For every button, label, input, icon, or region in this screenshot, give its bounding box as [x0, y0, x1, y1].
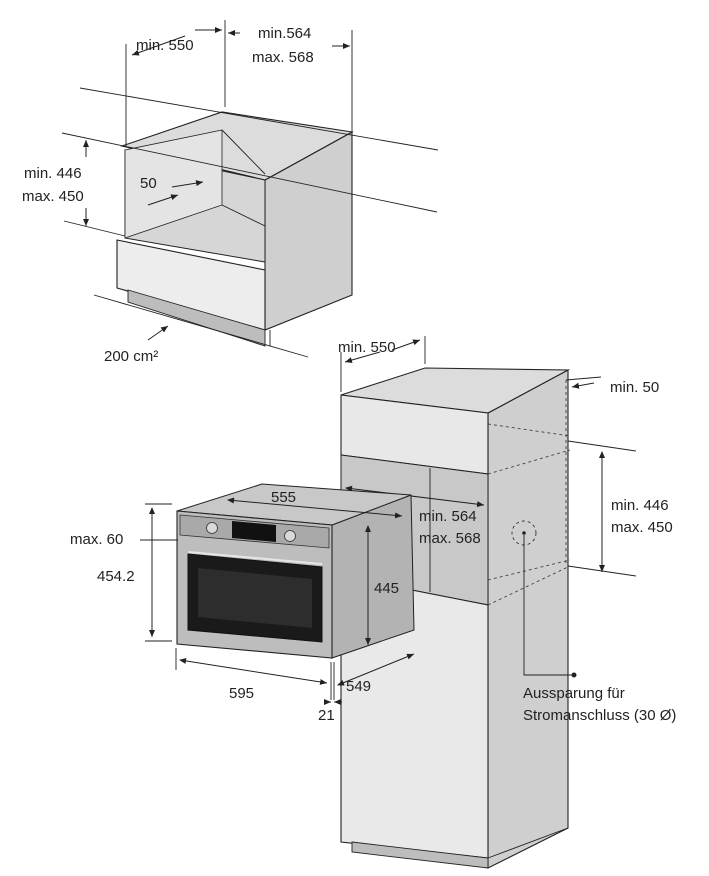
- socket-label-line1: Aussparung für: [523, 685, 625, 702]
- uc-gap-label: 50: [140, 175, 157, 192]
- oven: [176, 483, 415, 659]
- tall-cabinet-plinth: [351, 841, 489, 869]
- uc-depth-min: min.564: [258, 25, 311, 42]
- uc-width-min: min. 550: [136, 37, 194, 54]
- oven-front-width-arrow: [179, 657, 328, 685]
- tc-side-gap: min. 50: [610, 379, 659, 396]
- uc-height-min: min. 446: [24, 165, 82, 182]
- oven-front-width-label: 595: [229, 685, 254, 702]
- oven-thickness-label: 21: [318, 707, 335, 724]
- oven-depth-arrow: [337, 653, 415, 686]
- tc-height-max: max. 450: [611, 519, 673, 536]
- oven-front-height-label: 454.2: [97, 568, 135, 585]
- socket-leader: [523, 535, 574, 676]
- uc-depth-max: max. 568: [252, 49, 314, 66]
- uc-gap-arrow-2: [147, 194, 179, 206]
- tall-cabinet: [340, 367, 577, 869]
- oven-handle: [187, 551, 323, 565]
- uc-height-max: max. 450: [22, 188, 84, 205]
- oven-display: [232, 521, 276, 542]
- tc-width-min: min. 550: [338, 339, 396, 356]
- uc-ventilation-label: 200 cm²: [104, 348, 158, 365]
- tc-depth-max: max. 568: [419, 530, 481, 547]
- oven-knob-right: [284, 530, 296, 542]
- socket-label-line2: Stromanschluss (30 Ø): [523, 707, 676, 724]
- under-cabinet-plinth: [127, 289, 266, 347]
- under-counter-cabinet: [61, 20, 439, 358]
- tc-height-min: min. 446: [611, 497, 669, 514]
- socket-opening-dot: [522, 531, 526, 535]
- tc-depth-arrow: [345, 485, 485, 508]
- oven-overhang-label: max. 60: [70, 531, 123, 548]
- oven-knob-left: [206, 522, 218, 534]
- oven-window: [198, 568, 312, 628]
- oven-body-height-label: 445: [374, 580, 399, 597]
- socket-leader-dot: [571, 672, 577, 678]
- tc-width-arrow-right: [391, 339, 421, 351]
- tall-cabinet-side: [487, 369, 569, 869]
- tc-side-gap-arrow: [571, 382, 595, 389]
- tc-depth-min: min. 564: [419, 508, 477, 525]
- uc-width-arrow-left: [131, 35, 186, 56]
- tc-width-arrow-left: [344, 351, 381, 363]
- uc-gap-arrow: [171, 180, 204, 188]
- oven-body-width-arrow: [227, 497, 403, 519]
- uc-vent-arrow: [147, 325, 169, 341]
- oven-body-width-label: 555: [271, 489, 296, 506]
- oven-depth-label: 549: [346, 678, 371, 695]
